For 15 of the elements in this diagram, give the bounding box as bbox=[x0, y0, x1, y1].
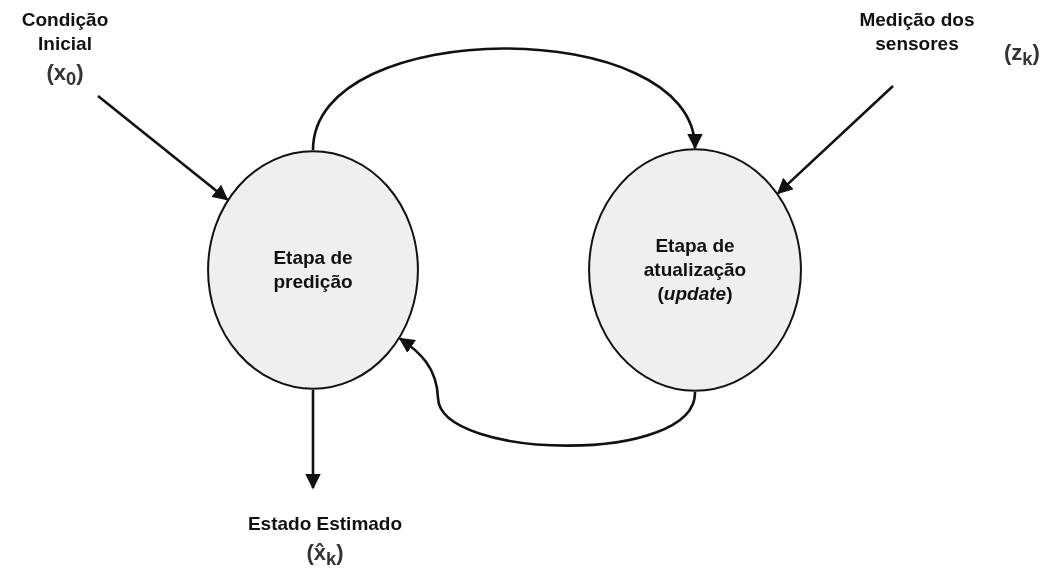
label-text: Condição Inicial bbox=[20, 8, 110, 56]
step-label: Etapa de predição bbox=[272, 246, 354, 294]
arrow bbox=[776, 85, 894, 195]
label-text: Medição dos sensores bbox=[858, 8, 976, 56]
arrow bbox=[311, 47, 700, 151]
arrow bbox=[97, 95, 229, 201]
step-label: Etapa de atualização (update) bbox=[642, 234, 748, 306]
arrow bbox=[398, 337, 697, 447]
process-circle bbox=[588, 148, 802, 392]
math-symbol: (x̂$_{k}$) bbox=[305, 539, 345, 571]
arrow bbox=[305, 390, 321, 490]
process-circle bbox=[207, 150, 419, 390]
math-symbol: (z$_{k}$) bbox=[1004, 40, 1040, 71]
label-text: Estado Estimado bbox=[246, 512, 404, 536]
math-symbol: (x$_{0}$) bbox=[45, 59, 85, 90]
